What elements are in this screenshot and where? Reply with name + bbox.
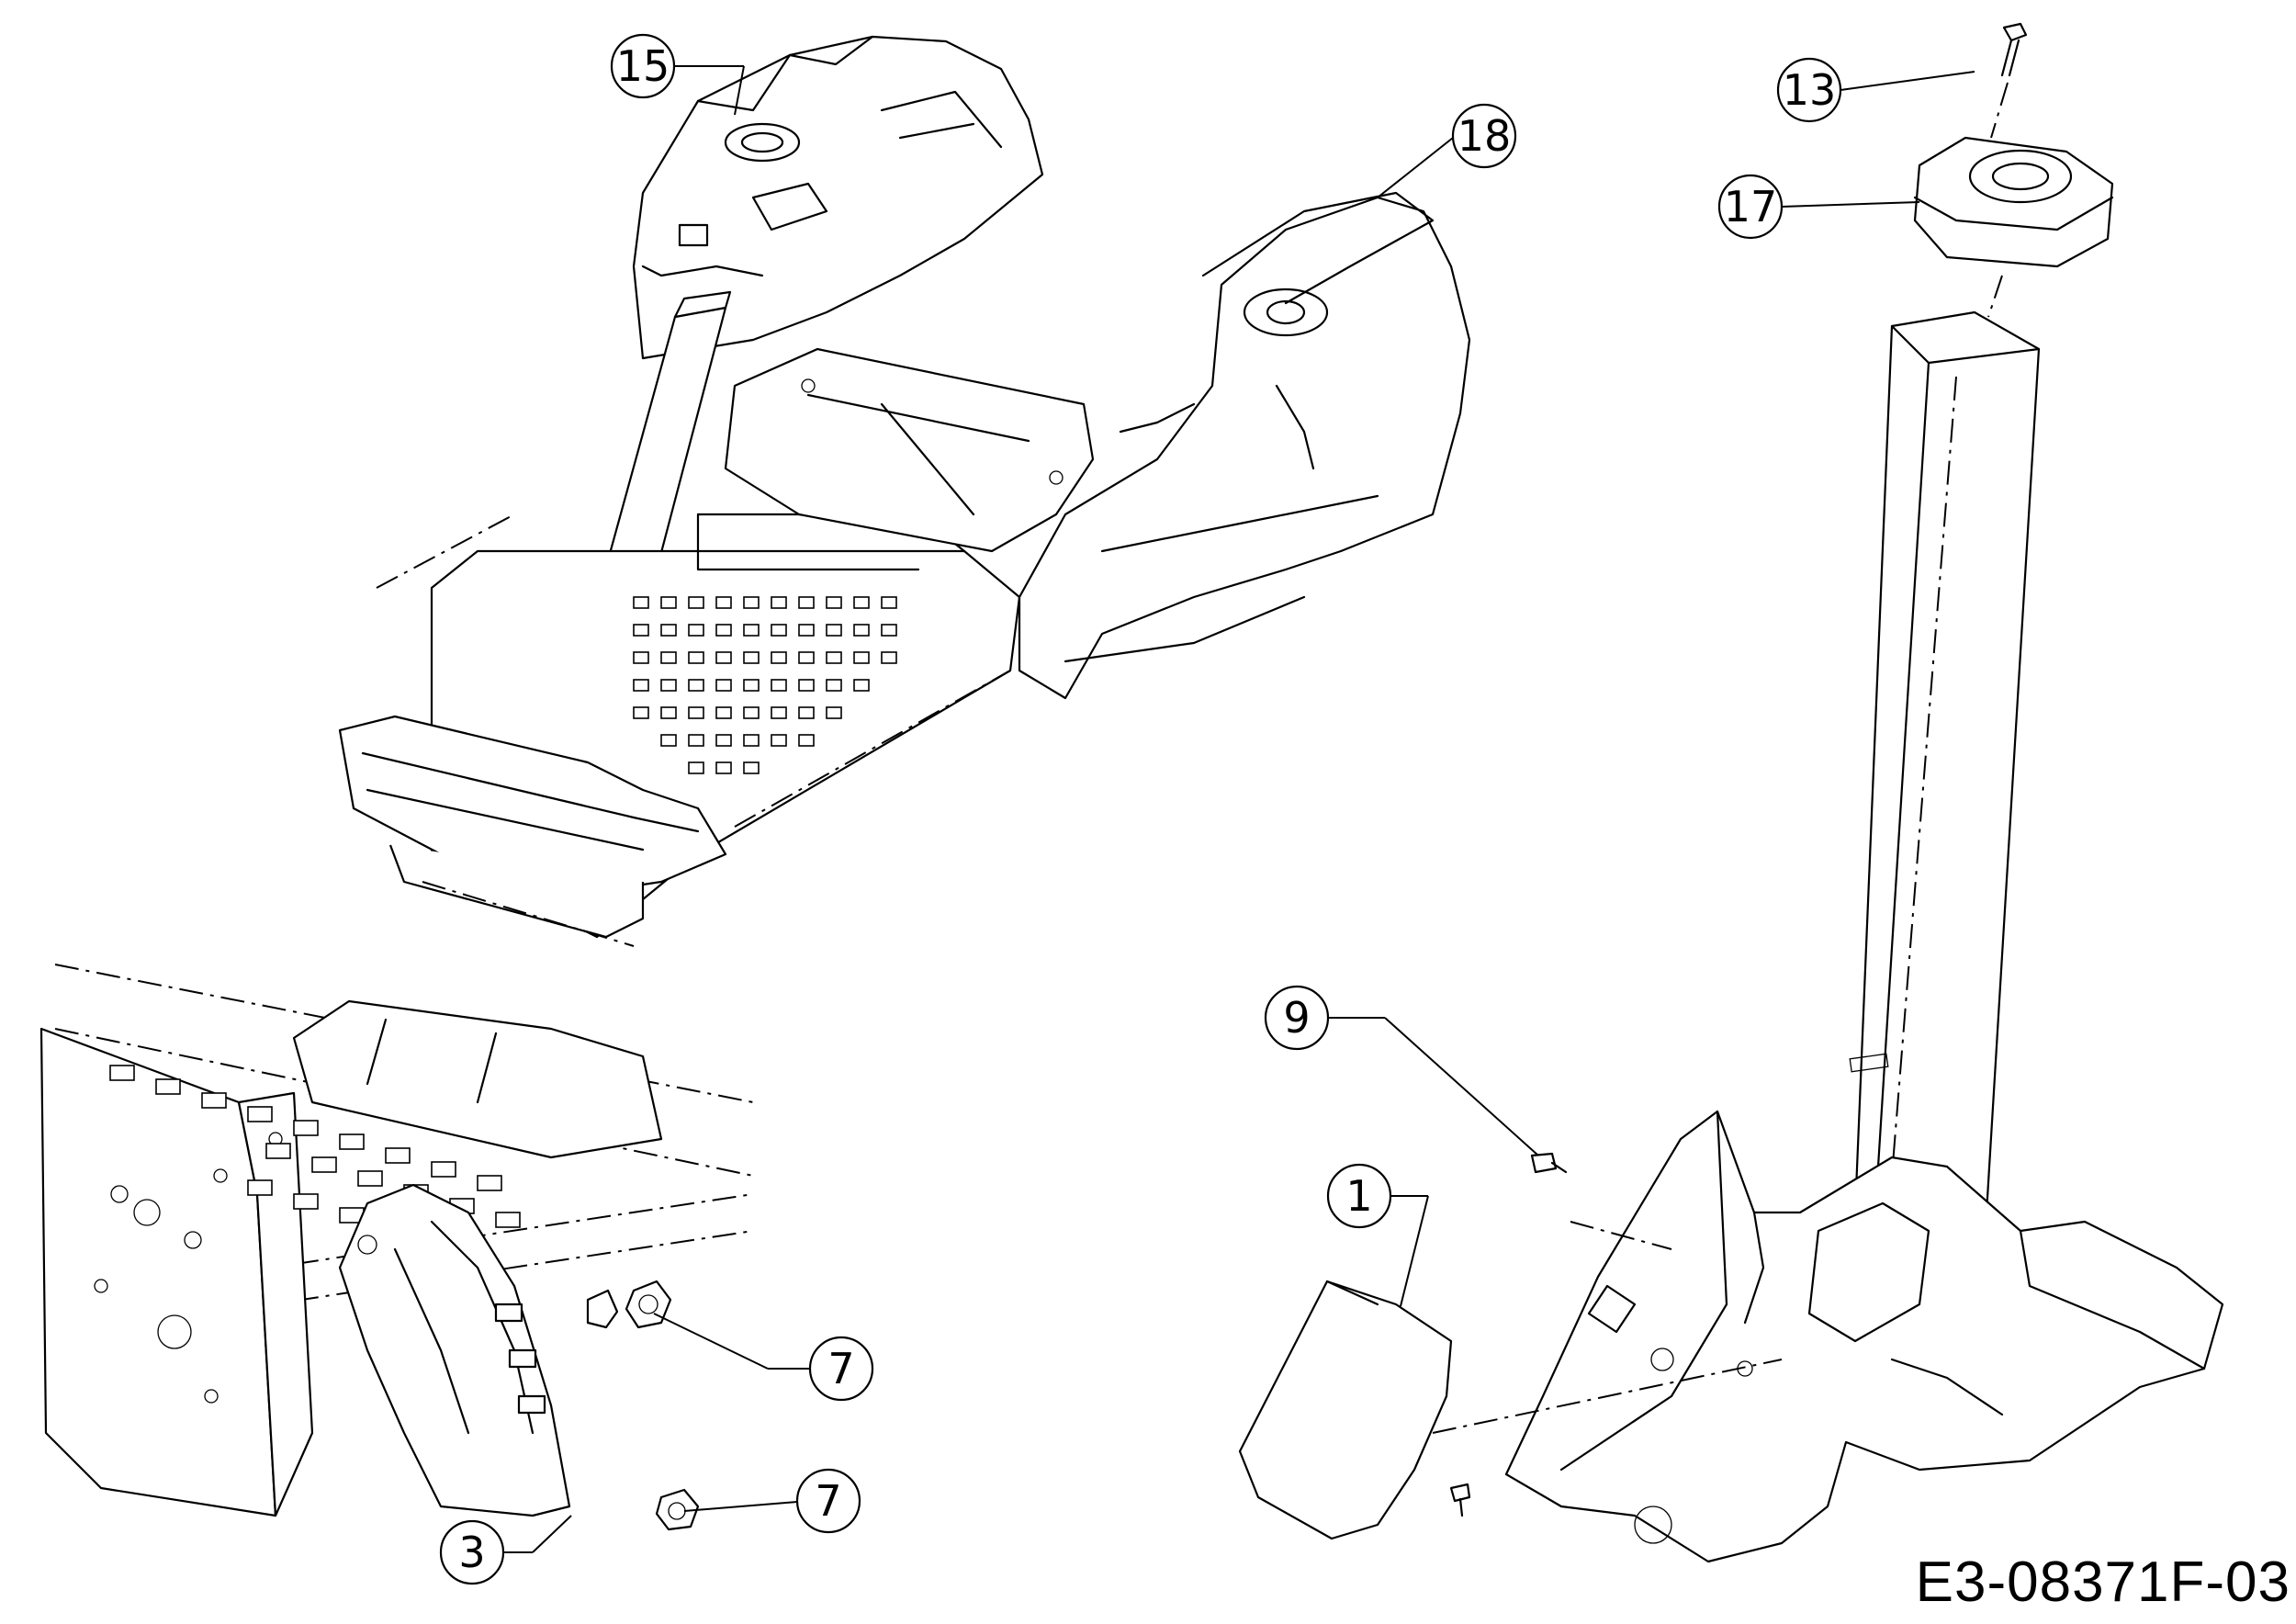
callout-3: 3 [439,1515,572,1585]
callout-7-upper: 7 [653,1313,874,1402]
callout-17: 17 [1717,174,1920,240]
callout-label: 7 [815,1476,841,1526]
callout-18: 18 [1377,103,1517,198]
callout-7-lower: 7 [683,1468,861,1534]
callout-9: 9 [1264,985,1539,1156]
callout-label: 1 [1345,1171,1372,1221]
callout-label: 9 [1283,993,1310,1043]
frame-holes [94,1132,283,1404]
callout-label: 18 [1458,111,1512,161]
callout-13: 13 [1776,57,1975,123]
bolt-lower [655,1488,700,1531]
callout-label: 17 [1724,182,1778,231]
drawing-number: E3-08371F-03 [1915,1551,2290,1614]
floor-grid [633,596,897,774]
callout-label: 15 [616,41,670,91]
steering-column [1238,22,2224,1563]
nut-upper [586,1280,672,1329]
callout-label: 7 [827,1344,854,1393]
callout-1: 1 [1326,1163,1429,1307]
callout-15: 15 [610,33,745,116]
callout-label: 13 [1783,65,1837,115]
fender-body-assembly [338,35,1471,947]
callout-label: 3 [458,1528,485,1577]
frame-detail [39,964,754,1531]
